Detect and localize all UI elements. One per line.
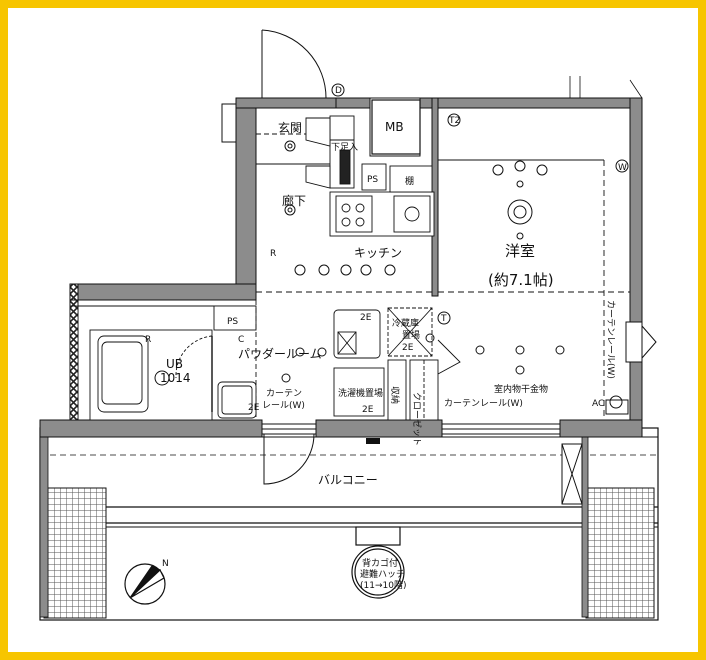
balcony-right-grid — [585, 487, 655, 619]
tag-r1: R — [270, 249, 276, 259]
genkan-area — [256, 115, 387, 191]
room-label-kitchen: キッチン — [354, 246, 402, 260]
tag-t: T — [440, 314, 447, 324]
tag-c: C — [238, 335, 244, 345]
tag-t2: T2 — [448, 116, 460, 126]
room-label-ps1: PS — [367, 175, 378, 185]
label-curtain-rail-2: レール(W) — [262, 401, 305, 411]
room-label-ub: UB — [166, 357, 183, 371]
tag-d: D — [335, 86, 342, 96]
fixtures — [154, 83, 629, 409]
balcony-left-grid — [43, 487, 107, 619]
label-hatch-3: (11→10階) — [360, 580, 406, 591]
north-compass — [124, 563, 166, 605]
label-curtain-rail-1: カーテン — [266, 388, 302, 399]
label-curtain-rail-vertical: カーテンレール(W) — [605, 300, 616, 379]
room-label-okiba: 置場 — [402, 329, 420, 341]
label-ac: AC — [592, 399, 604, 409]
room-label-mb: MB — [385, 120, 404, 134]
label-hatch-2: 背カゴ付 — [362, 557, 398, 569]
room-label-ps2: PS — [227, 317, 238, 327]
room-label-balcony: バルコニー — [318, 473, 378, 487]
balcony-doors — [261, 321, 657, 485]
room-label-sentaku: 洗濯機置場 — [338, 387, 383, 399]
label-north: N — [162, 559, 169, 569]
label-curtain-rail-3: カーテンレール(W) — [444, 398, 523, 409]
room-label-ub-size: 1014 — [160, 371, 191, 385]
label-getabako: 下足入 — [331, 142, 358, 153]
room-label-yoshitsu: 洋室 — [505, 242, 535, 260]
left-structure-hatch — [69, 305, 79, 421]
kitchen-area — [256, 159, 630, 420]
room-label-closet: クローゼット — [411, 392, 423, 446]
room-label-powder: パウダールーム — [238, 346, 322, 361]
room-label-rouka: 廊下 — [282, 193, 306, 208]
room-label-reizoko: 冷蔵庫 — [392, 317, 419, 329]
tag-r2: R — [145, 335, 151, 345]
evacuation-hatch — [351, 526, 405, 599]
tag-2e-1: 2E — [360, 313, 372, 323]
tag-2e-3: 2E — [362, 405, 374, 415]
label-hatch-1: 避難ハッチ — [360, 568, 405, 580]
entrance-door — [261, 29, 327, 99]
room-label-yoshitsu-size: (約7.1帖) — [488, 271, 554, 289]
label-shitsunai-hoshi: 室内物干金物 — [494, 383, 548, 395]
powder-area — [78, 300, 461, 421]
tag-2e-2: 2E — [402, 343, 414, 353]
room-label-genkan: 玄関 — [278, 120, 302, 135]
mb-box — [371, 99, 421, 155]
room-label-shuno: 収納 — [389, 386, 401, 404]
tag-2e-4: 2E — [248, 403, 260, 413]
room-label-tana: 棚 — [405, 175, 414, 187]
tag-w: W — [618, 163, 627, 173]
